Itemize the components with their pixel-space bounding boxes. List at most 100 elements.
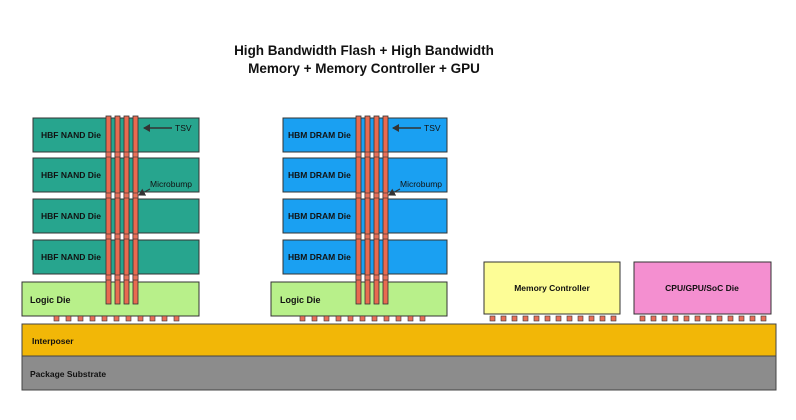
hbf-microbump-arrow xyxy=(138,188,151,196)
interposer-bump xyxy=(383,315,390,322)
hbm-microbump xyxy=(355,233,362,240)
interposer-bump xyxy=(566,315,573,322)
hbm-dram-die-4-label: HBM DRAM Die xyxy=(288,252,351,262)
interposer-bump xyxy=(407,315,414,322)
hbf-microbump xyxy=(132,233,139,240)
hbm-microbump xyxy=(364,233,371,240)
hbf-nand-die-2-label: HBF NAND Die xyxy=(41,170,101,180)
controller-interposer-bumps xyxy=(489,315,617,322)
interposer-bump xyxy=(311,315,318,322)
interposer-bump xyxy=(89,315,96,322)
diagram-title-line-1: High Bandwidth Flash + High Bandwidth xyxy=(234,43,494,58)
hbf-logic-die-label: Logic Die xyxy=(30,295,71,305)
interposer-bump xyxy=(661,315,668,322)
hbm-microbump-row xyxy=(355,151,389,281)
hbm-interposer-bumps xyxy=(299,315,426,322)
hbm-microbump xyxy=(382,274,389,281)
hbm-microbump xyxy=(364,192,371,199)
hbf-nand-die-4-label: HBF NAND Die xyxy=(41,252,101,262)
package-substrate xyxy=(21,355,777,391)
hbf-microbump-row xyxy=(105,151,139,281)
diagram-title-line-2: Memory + Memory Controller + GPU xyxy=(248,61,480,76)
interposer-bump xyxy=(335,315,342,322)
interposer-bump xyxy=(511,315,518,322)
soc-die-label: CPU/GPU/SoC Die xyxy=(665,283,739,293)
interposer-bump xyxy=(738,315,745,322)
interposer-bump xyxy=(727,315,734,322)
hbf-microbump xyxy=(105,192,112,199)
interposer-bump xyxy=(323,315,330,322)
interposer-bump xyxy=(53,315,60,322)
interposer-bump xyxy=(173,315,180,322)
hbm-microbump-label: Microbump xyxy=(400,179,442,189)
interposer-bump xyxy=(522,315,529,322)
hbm-microbump xyxy=(355,151,362,158)
hbm-tsv xyxy=(355,115,362,305)
interposer-bump xyxy=(125,315,132,322)
hbm-microbump xyxy=(355,274,362,281)
interposer-bump xyxy=(588,315,595,322)
hbf-microbump xyxy=(132,274,139,281)
memory-controller-die xyxy=(483,261,621,315)
hbf-microbump xyxy=(123,233,130,240)
hbf-interposer-bumps xyxy=(53,315,180,322)
hbm-microbump xyxy=(382,233,389,240)
interposer-bump xyxy=(555,315,562,322)
hbf-nand-die-1-label: HBF NAND Die xyxy=(41,130,101,140)
hbm-dram-die-2-label: HBM DRAM Die xyxy=(288,170,351,180)
soc-die xyxy=(633,261,772,315)
interposer-bump xyxy=(639,315,646,322)
interposer-bump xyxy=(65,315,72,322)
hbf-microbump xyxy=(114,192,121,199)
hbf-microbump xyxy=(132,192,139,199)
interposer-bump xyxy=(610,315,617,322)
hbf-tsv xyxy=(123,115,130,305)
interposer-bump xyxy=(161,315,168,322)
package-substrate-label: Package Substrate xyxy=(30,369,106,379)
interposer-bump xyxy=(683,315,690,322)
hbf-microbump xyxy=(114,274,121,281)
hbf-stack: HBF NAND Die HBF NAND Die HBF NAND Die H… xyxy=(21,115,200,317)
interposer-bump xyxy=(113,315,120,322)
hbf-tsv xyxy=(114,115,121,305)
interposer-bump xyxy=(149,315,156,322)
hbf-microbump xyxy=(123,151,130,158)
interposer-bump xyxy=(650,315,657,322)
interposer xyxy=(21,323,777,357)
interposer-bump xyxy=(694,315,701,322)
interposer-bump xyxy=(137,315,144,322)
interposer-label: Interposer xyxy=(32,336,74,346)
hbm-dram-die-1-label: HBM DRAM Die xyxy=(288,130,351,140)
interposer-bump xyxy=(77,315,84,322)
hbf-microbump xyxy=(114,233,121,240)
hbm-microbump xyxy=(373,151,380,158)
interposer-bump xyxy=(749,315,756,322)
hbm-microbump-arrow xyxy=(388,188,401,196)
memory-controller-label: Memory Controller xyxy=(514,283,590,293)
hbm-logic-die-label: Logic Die xyxy=(280,295,321,305)
interposer-bump xyxy=(299,315,306,322)
soc-interposer-bumps xyxy=(639,315,767,322)
hbf-nand-die-3-label: HBF NAND Die xyxy=(41,211,101,221)
hbm-dram-die-3-label: HBM DRAM Die xyxy=(288,211,351,221)
hbf-tsv xyxy=(132,115,139,305)
interposer-bump xyxy=(347,315,354,322)
hbm-microbump xyxy=(373,192,380,199)
hbf-microbump xyxy=(123,274,130,281)
hbf-microbump xyxy=(123,192,130,199)
hbf-microbump xyxy=(114,151,121,158)
hbm-microbump xyxy=(364,274,371,281)
interposer-bump xyxy=(577,315,584,322)
hbf-tsv-label: TSV xyxy=(175,123,192,133)
hbm-microbump xyxy=(364,151,371,158)
hbf-microbump-label: Microbump xyxy=(150,179,192,189)
interposer-bump xyxy=(101,315,108,322)
hbf-microbump xyxy=(105,151,112,158)
hbm-tsv xyxy=(364,115,371,305)
hbm-tsv xyxy=(373,115,380,305)
interposer-bump xyxy=(716,315,723,322)
interposer-bump xyxy=(705,315,712,322)
hbm-microbump xyxy=(382,192,389,199)
hbm-tsv xyxy=(382,115,389,305)
interposer-bump xyxy=(371,315,378,322)
